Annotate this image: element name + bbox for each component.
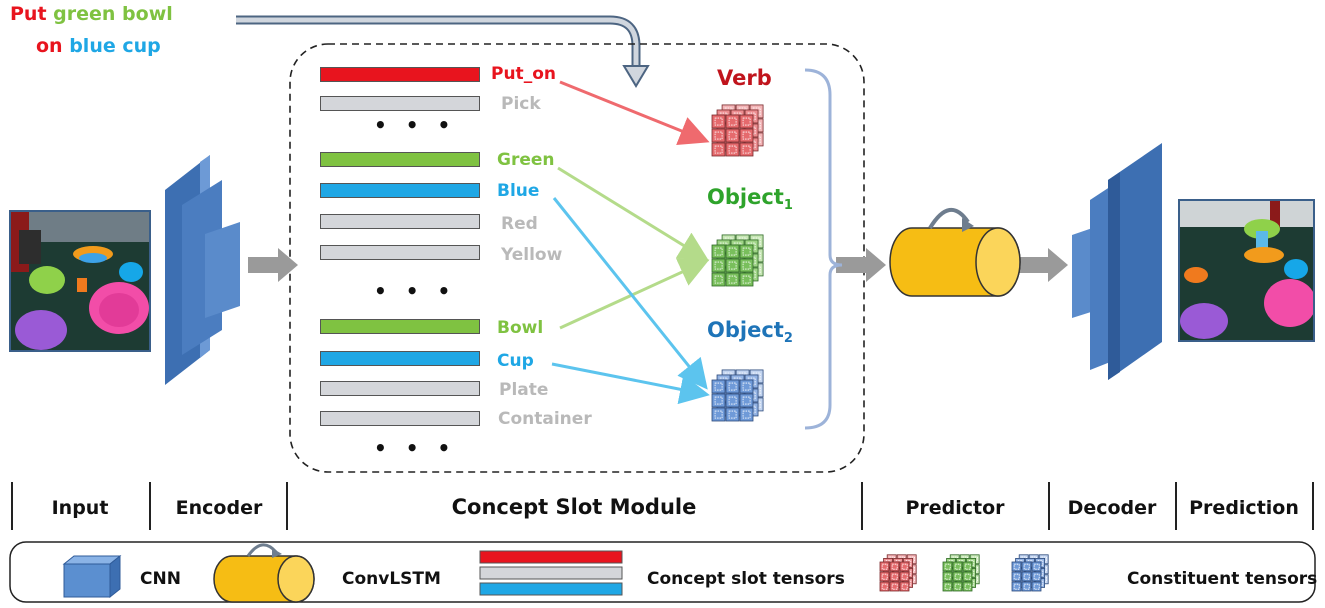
object2-tensor-cube bbox=[711, 369, 764, 422]
slot-bar-plate bbox=[320, 381, 480, 396]
prediction-image bbox=[1178, 199, 1315, 342]
slot-ellipsis-colors: • • • bbox=[374, 279, 457, 303]
object1-tensor-cube bbox=[711, 234, 764, 287]
predictor-convlstm bbox=[889, 208, 1021, 297]
slot-bar-cup bbox=[320, 351, 480, 366]
legend-cnn-label: CNN bbox=[140, 569, 181, 589]
legend-slot-gray bbox=[479, 566, 623, 580]
legend-blue-tensor-cube bbox=[1011, 554, 1049, 592]
stage-dividers bbox=[11, 482, 1314, 530]
object2-heading-sub: 2 bbox=[783, 331, 793, 347]
slot-ellipsis-verbs: • • • bbox=[374, 113, 457, 137]
command-arrowhead bbox=[622, 65, 650, 88]
legend-convlstm-label: ConvLSTM bbox=[342, 569, 441, 589]
stage-decoder: Decoder bbox=[1067, 497, 1157, 519]
legend-constituent-label: Constituent tensors bbox=[1127, 569, 1318, 589]
object1-heading-sub: 1 bbox=[783, 198, 793, 214]
object2-heading: Object2 bbox=[707, 318, 793, 346]
slot-bar-blue bbox=[320, 183, 480, 198]
slot-bar-red bbox=[320, 214, 480, 229]
command-prep-word: on bbox=[36, 35, 70, 57]
slot-label-plate: Plate bbox=[499, 380, 549, 400]
link-put-on-verb bbox=[559, 80, 710, 145]
command-verb-word: Put bbox=[10, 3, 54, 25]
stage-concept-slot-module: Concept Slot Module bbox=[451, 495, 697, 519]
object1-heading: Object1 bbox=[707, 185, 793, 213]
legend-box bbox=[9, 541, 1316, 603]
slot-label-red: Red bbox=[501, 214, 538, 234]
command-line-1: Put green bowl bbox=[10, 2, 173, 26]
slot-bar-put-on bbox=[320, 67, 480, 82]
slot-bar-green bbox=[320, 152, 480, 167]
legend-slot-red bbox=[479, 550, 623, 564]
legend-green-tensor-cube bbox=[942, 554, 980, 592]
slot-bar-bowl bbox=[320, 319, 480, 334]
legend-slots-label: Concept slot tensors bbox=[647, 569, 845, 589]
slot-label-blue: Blue bbox=[497, 181, 540, 201]
slot-label-put-on: Put_on bbox=[491, 64, 556, 84]
input-image bbox=[9, 210, 151, 352]
slot-label-yellow: Yellow bbox=[501, 245, 563, 265]
stage-encoder: Encoder bbox=[175, 497, 263, 519]
slot-label-cup: Cup bbox=[497, 351, 534, 371]
slot-ellipsis-nouns: • • • bbox=[374, 436, 457, 460]
link-blue-object2 bbox=[552, 197, 708, 390]
stage-prediction: Prediction bbox=[1189, 497, 1299, 519]
slot-label-bowl: Bowl bbox=[497, 318, 544, 338]
slot-label-container: Container bbox=[498, 409, 592, 429]
decoder-cnn-stack bbox=[1072, 143, 1162, 380]
link-green-object1 bbox=[557, 166, 710, 262]
slot-bar-pick bbox=[320, 96, 480, 111]
slot-label-green: Green bbox=[497, 150, 555, 170]
verb-heading: Verb bbox=[717, 66, 772, 90]
slot-label-pick: Pick bbox=[501, 94, 541, 114]
object1-heading-text: Object bbox=[707, 185, 784, 209]
encoder-cnn-stack bbox=[165, 155, 240, 385]
command-object2-words: blue cup bbox=[69, 35, 161, 57]
command-object1-words: green bowl bbox=[53, 3, 173, 25]
object2-heading-text: Object bbox=[707, 318, 784, 342]
flow-arrows bbox=[248, 248, 1068, 282]
legend-red-tensor-cube bbox=[879, 554, 917, 592]
legend-convlstm-icon bbox=[213, 543, 315, 603]
command-line-2: on blue cup bbox=[36, 34, 161, 58]
slot-bar-yellow bbox=[320, 245, 480, 260]
legend-slot-blue bbox=[479, 582, 623, 596]
constituent-bracket bbox=[804, 68, 843, 430]
legend-cnn-icon bbox=[62, 554, 122, 599]
stage-input: Input bbox=[51, 497, 109, 519]
stage-predictor: Predictor bbox=[905, 497, 1005, 519]
link-cup-object2 bbox=[551, 362, 710, 405]
verb-tensor-cube bbox=[711, 104, 764, 157]
slot-bar-container bbox=[320, 411, 480, 426]
